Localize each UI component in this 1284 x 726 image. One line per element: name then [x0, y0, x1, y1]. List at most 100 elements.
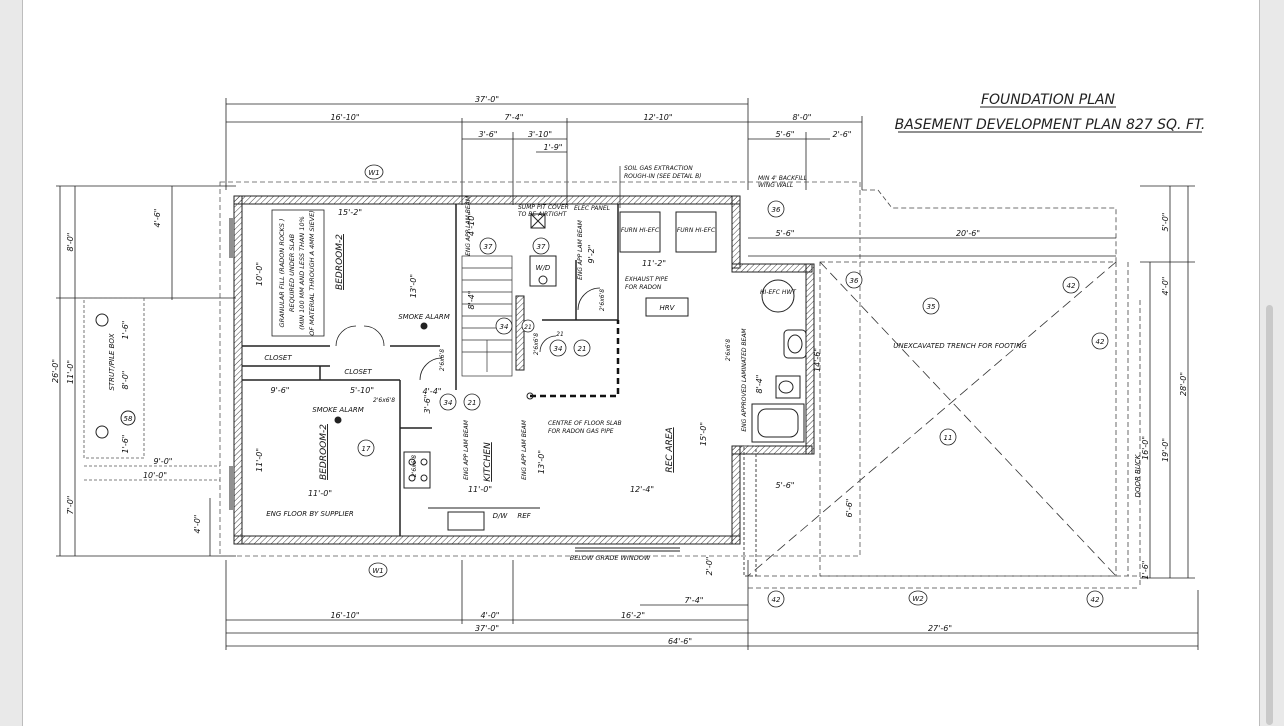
dim-stair-c: 4'-4" [423, 387, 442, 396]
centre-note-1: CENTRE OF FLOOR SLAB [548, 420, 622, 427]
dim-deck-b: 10'-0" [143, 471, 167, 480]
doors [335, 287, 601, 381]
unexcavated-label: UNEXCAVATED TRENCH FOR FOOTING [893, 342, 1027, 350]
eng-floor-note: ENG FLOOR BY SUPPLIER [266, 510, 354, 518]
deck-pile-bottom [95, 425, 109, 439]
dim-stair-a: 4'-10" [467, 212, 476, 236]
tag-34-b: 34 [444, 399, 453, 407]
dim-bedroom1-w: 15'-2" [338, 208, 362, 217]
tag-34-c: 34 [554, 345, 563, 353]
granular-note-1: GRANULAR FILL (RADON ROCKS ) [278, 219, 286, 328]
smoke-alarm-1-icon [420, 322, 428, 330]
dim-left-c: 11'-0" [66, 360, 75, 384]
garage-stem-wall [743, 445, 757, 577]
backfill-note-2: WING WALL [758, 182, 793, 189]
smoke-alarm-1: SMOKE ALARM [398, 313, 450, 321]
smoke-alarm-2-icon [334, 416, 342, 424]
stairs [461, 255, 513, 377]
tag-42-c: 42 [772, 596, 781, 604]
top-dimension-lines [225, 98, 863, 205]
dim-right-a: 5'-0" [1161, 213, 1170, 232]
dim-bot-garage: 27'-6" [928, 624, 952, 633]
windows [229, 218, 680, 552]
dim-top-e: 3'-6" [479, 130, 498, 139]
dim-stair-b: 8'-4" [467, 291, 476, 310]
door-size-e: 2'6x6'8 [533, 333, 540, 355]
stair-wall [515, 295, 525, 371]
beam-note-2: ENG APP LAM BEAM [521, 419, 528, 480]
left-dimension-lines [56, 185, 236, 557]
dim-right-c: 19'-0" [1161, 438, 1170, 462]
elec-panel-label: ELEC PANEL [574, 205, 610, 212]
dim-deck-e: 1'-6" [121, 435, 130, 454]
room-bedroom-bottom: BEDROOM-2 [319, 424, 329, 480]
dim-bot-b: 4'-0" [481, 611, 500, 620]
dim-bath-b: 14'-6" [813, 348, 822, 372]
door-size-b: 2'6x6'8 [373, 397, 395, 404]
garage-outline [748, 189, 1141, 589]
door-buck-label: DOOR BUCK [1134, 453, 1142, 497]
dim-bath-a: 8'-4" [755, 375, 764, 394]
hot-water-tank [761, 279, 795, 313]
right-dimension-lines [1140, 185, 1195, 579]
tag-42-b: 42 [1096, 338, 1105, 346]
dim-rec-h: 15'-0" [699, 422, 708, 446]
kitchen-sink [447, 511, 485, 531]
granular-fill-box [271, 209, 325, 337]
dim-top-a: 16'-10" [330, 113, 359, 122]
dim-left-d: 7'-0" [66, 496, 75, 515]
radon-pipe-route [530, 320, 620, 398]
dim-bot-c: 16'-2" [621, 611, 645, 620]
ref-label: REF [517, 512, 531, 520]
door-size-a: 2'6x6'8 [439, 349, 446, 371]
dim-bedroom1-h: 10'-0" [255, 262, 264, 286]
room-bedroom-top: BEDROOM-2 [335, 234, 345, 290]
dim-stair-d: 3'-6" [423, 395, 432, 414]
dim-left-e: 4'-0" [193, 515, 202, 534]
beam-note-5: ENG APPROVED LAMINATED BEAM [741, 328, 748, 432]
dim-garage-d: 6'-6" [845, 499, 854, 518]
hwt-label: HI-EFC HWT [760, 289, 797, 296]
dim-kitchen-w: 11'-0" [468, 485, 492, 494]
centre-note-2: FOR RADON GAS PIPE [548, 428, 614, 435]
plan-title: FOUNDATION PLAN [981, 92, 1116, 108]
dim-top-i: 1'-9" [544, 143, 563, 152]
unexcavated-cross [747, 261, 1117, 577]
furnace-2 [675, 211, 717, 253]
dim-stair-e: 9'-2" [587, 245, 596, 264]
foundation-walls [233, 195, 815, 545]
scrollbar[interactable] [1266, 305, 1273, 725]
tag-37-b: 37 [537, 243, 546, 251]
hrv-label: HRV [660, 304, 676, 312]
sump-note-1: SUMP PIT COVER [518, 204, 569, 211]
below-grade-note: BELOW GRADE WINDOW [570, 554, 651, 562]
dim-garage-a: 5'-6" [776, 229, 795, 238]
dim-left-b: 8'-0" [66, 233, 75, 252]
dim-top-d: 8'-0" [793, 113, 812, 122]
granular-note-2: REQUIRED UNDER SLAB [288, 233, 296, 312]
exhaust-note-2: FOR RADON [625, 284, 662, 291]
beam-note-1: ENG APP LAM BEAM [463, 419, 470, 480]
sump-pit [530, 213, 546, 229]
dim-garage-c: 5'-6" [776, 481, 795, 490]
interior-walls [242, 204, 619, 536]
deck-strut-box [83, 297, 220, 481]
dim-bot-d: 7'-4" [685, 596, 704, 605]
dw-label: D/W [493, 512, 509, 520]
tag-21-b: 21 [468, 399, 477, 407]
soil-gas-note-1: SOIL GAS EXTRACTION [624, 165, 693, 172]
dim-kitchen-h: 13'-0" [537, 450, 546, 474]
drain-icon [538, 275, 548, 285]
backfill-note-1: MIN 4' BACKFILL [758, 175, 807, 182]
dim-bot-total: 64'-6" [668, 637, 692, 646]
tag-42-a: 42 [1067, 282, 1076, 290]
tag-21-a: 21 [524, 324, 532, 331]
dim-bedroom1-h2: 13'-0" [409, 274, 418, 298]
tag-42-d: 42 [1091, 596, 1100, 604]
radon-pipe-centre [526, 392, 534, 400]
dim-rec-top: 11'-2" [642, 259, 666, 268]
dim-rec-w: 12'-4" [630, 485, 654, 494]
tag-35: 35 [927, 303, 936, 311]
tag-36-b: 36 [850, 277, 859, 285]
dim-bot-overall: 37'-0" [475, 624, 499, 633]
